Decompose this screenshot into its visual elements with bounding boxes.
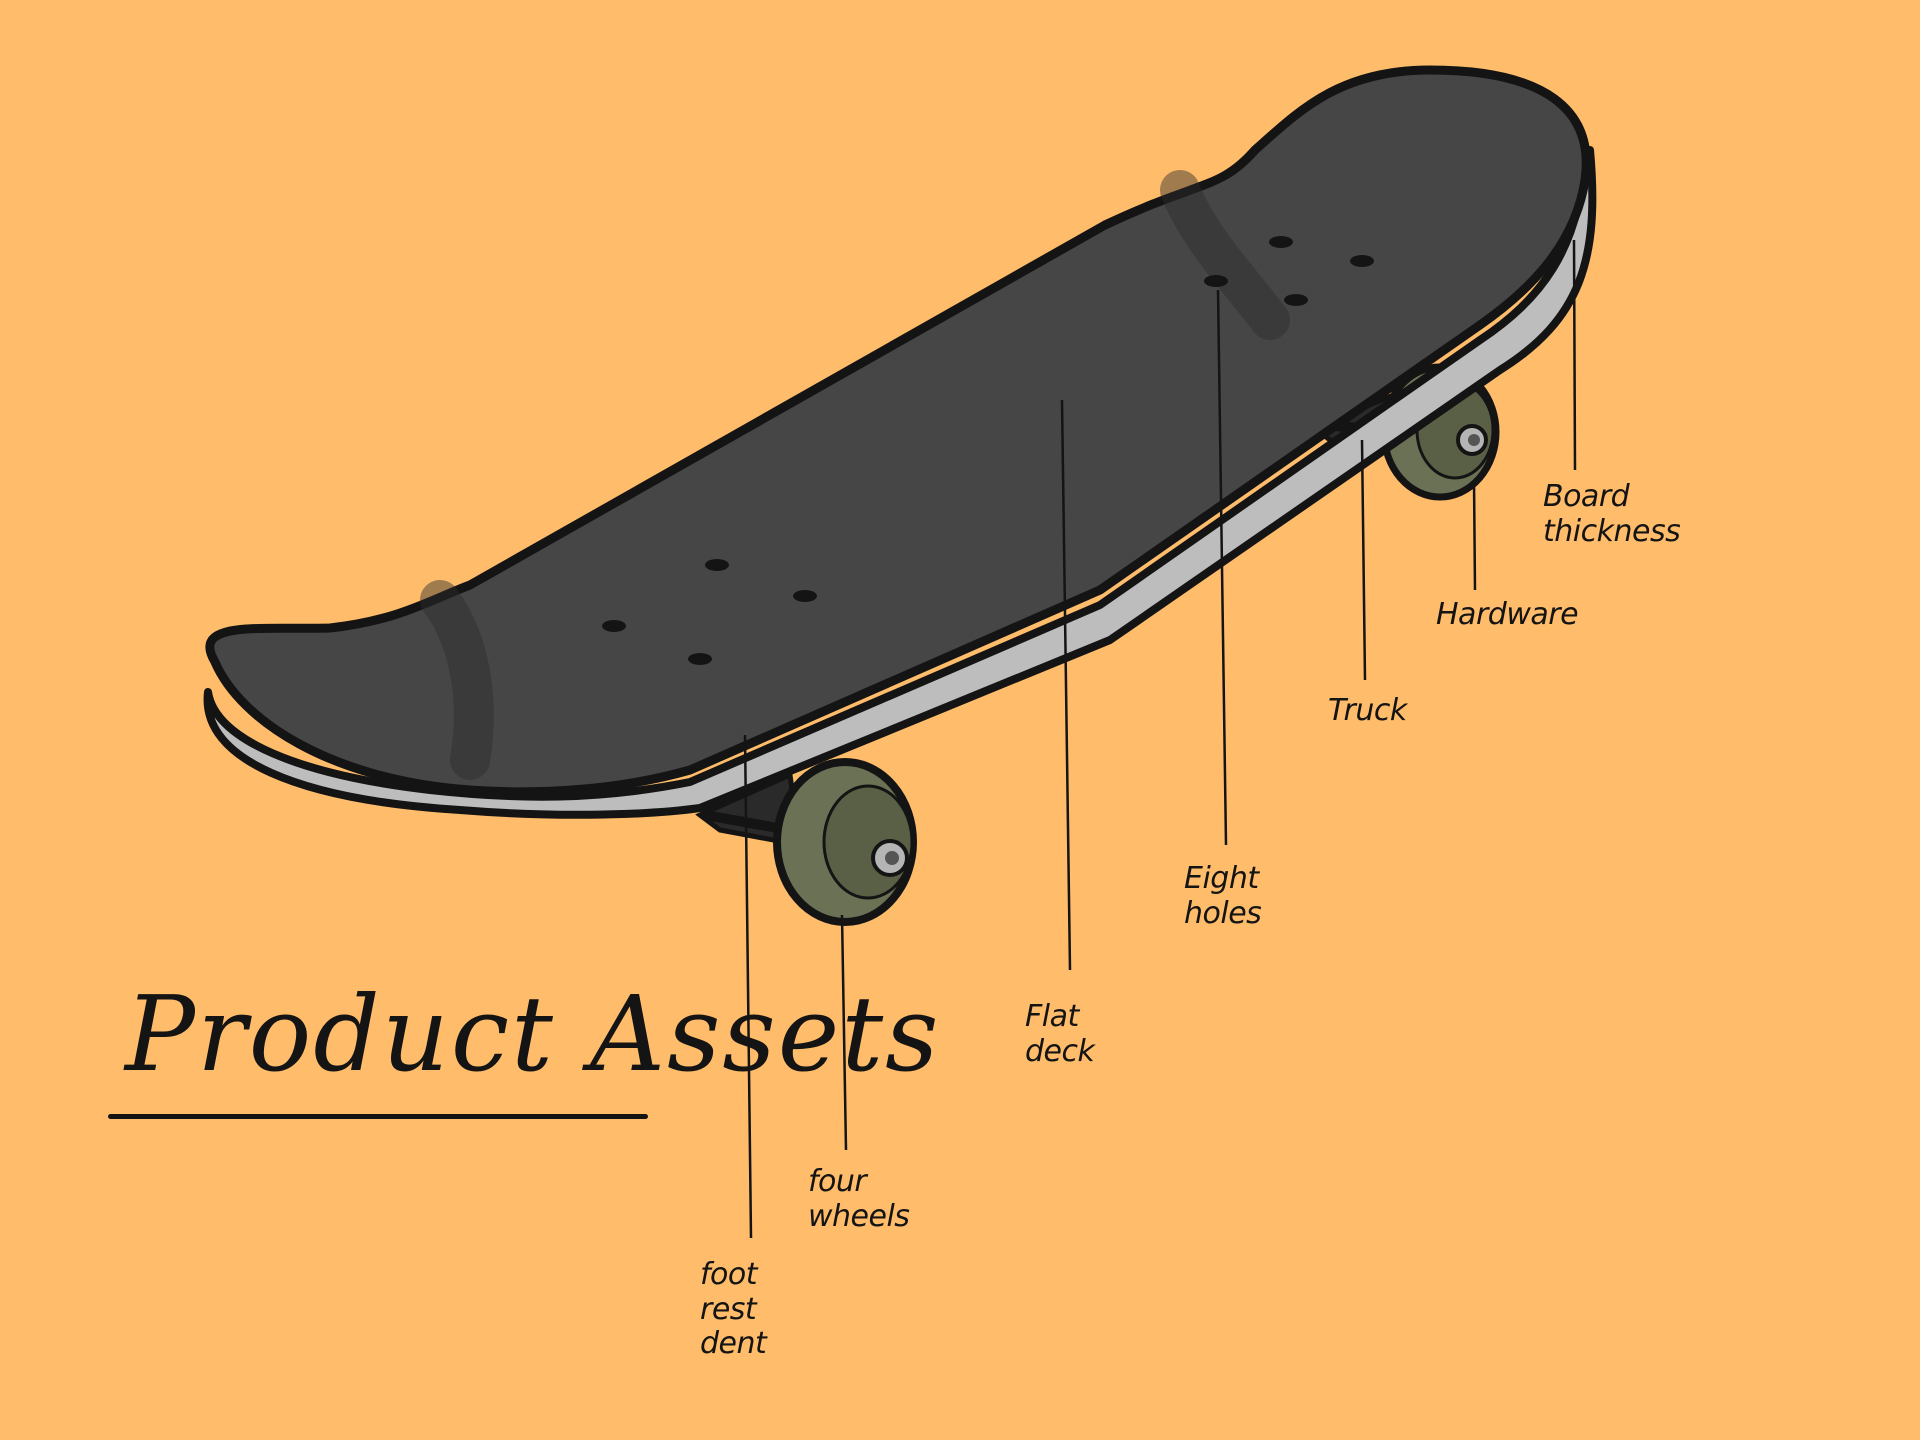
front-wheel (773, 758, 917, 926)
label-board-thickness: Board thickness (1543, 479, 1681, 549)
front-bolt-holes (602, 559, 817, 665)
label-flat-deck: Flat deck (1025, 999, 1095, 1069)
label-four-wheels: four wheels (808, 1164, 910, 1234)
label-foot-rest-dent: foot rest dent (700, 1257, 767, 1361)
title-underline (108, 1114, 648, 1119)
page-title: Product Assets (125, 973, 941, 1095)
deck-top (205, 65, 1591, 797)
label-truck: Truck (1328, 693, 1407, 728)
label-hardware: Hardware (1436, 597, 1579, 632)
label-eight-holes: Eight holes (1184, 861, 1262, 931)
leader-lines (743, 239, 1577, 1239)
back-bolt-holes (1204, 236, 1374, 306)
